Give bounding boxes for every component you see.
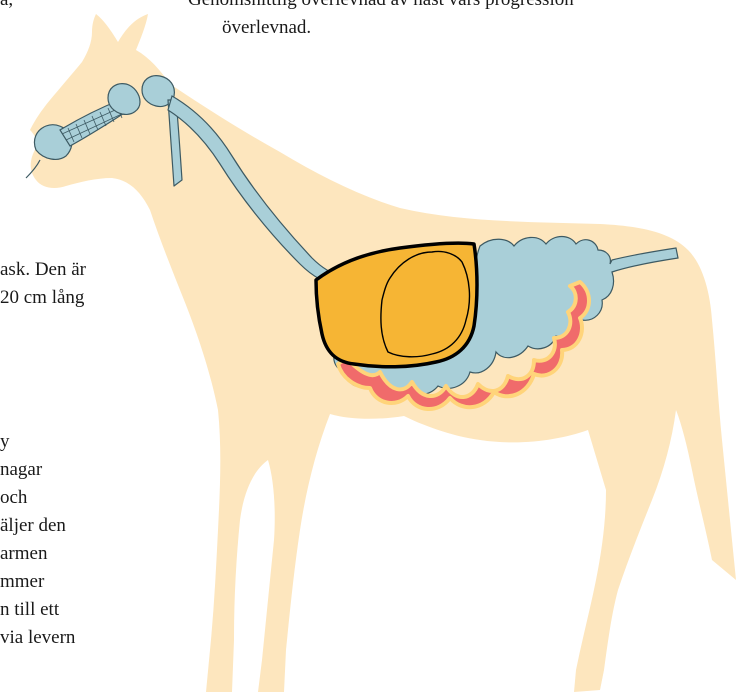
left-bottom-line: nagar	[0, 456, 75, 484]
left-text-mid: ask. Den är 20 cm lång	[0, 256, 86, 312]
left-bottom-line: och	[0, 484, 75, 512]
left-text-bottom: y nagar och äljer den armen mmer n till …	[0, 428, 75, 652]
left-mid-line: 20 cm lång	[0, 284, 86, 312]
left-bottom-line: armen	[0, 540, 75, 568]
left-bottom-line: y	[0, 428, 75, 456]
top-caption-fragment: a,	[0, 0, 13, 14]
left-bottom-line: äljer den	[0, 512, 75, 540]
top-caption-line-1: Genomsnittlig överlevnad av häst vars pr…	[188, 0, 574, 14]
left-bottom-line: via levern	[0, 624, 75, 652]
top-caption-line-2: överlevnad.	[222, 14, 311, 42]
left-bottom-line: mmer	[0, 568, 75, 596]
left-bottom-line: n till ett	[0, 596, 75, 624]
left-mid-line: ask. Den är	[0, 256, 86, 284]
